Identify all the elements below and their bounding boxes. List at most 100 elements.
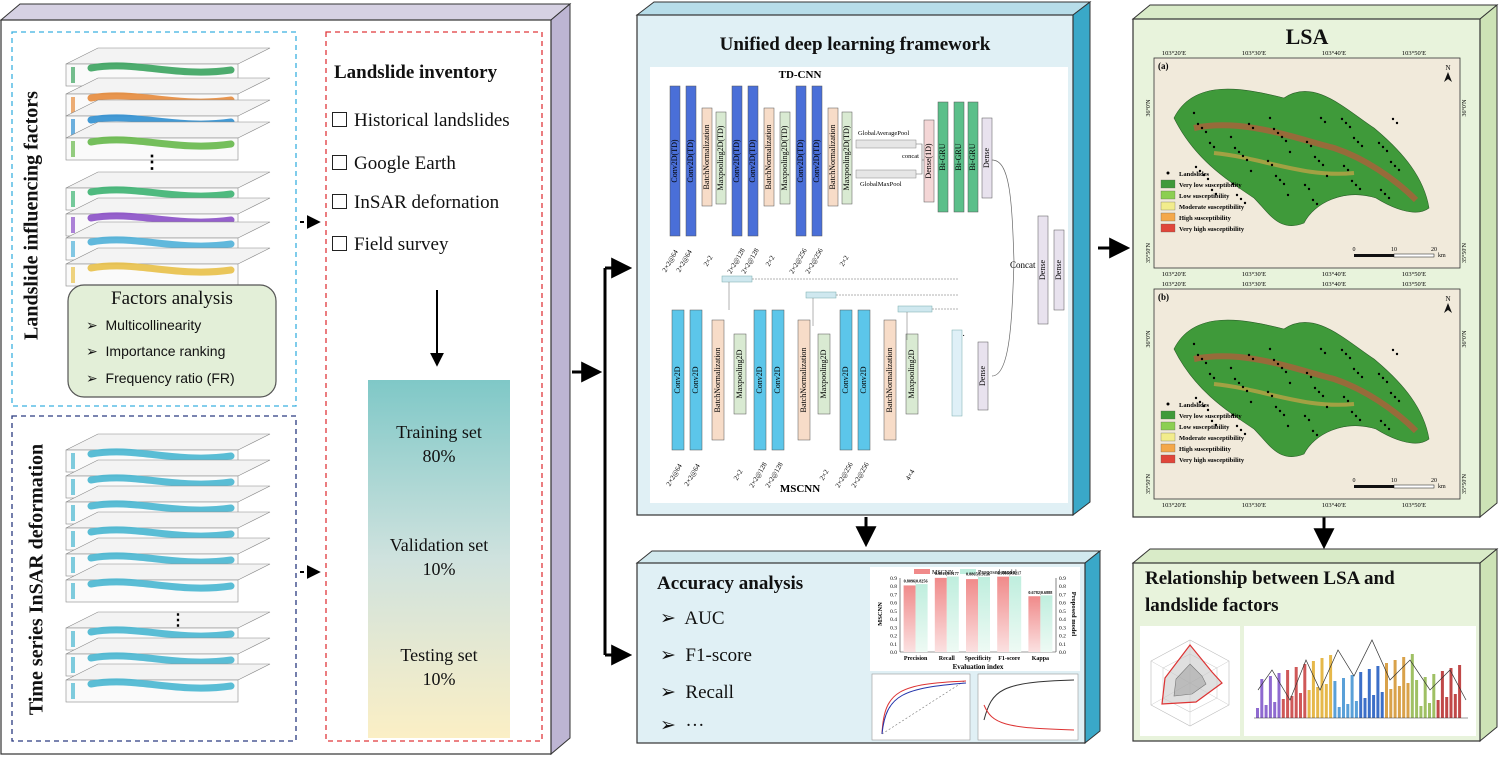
ms-concat-block: [951, 329, 963, 417]
landslide-point: [1348, 125, 1352, 129]
map-panel-label: (a): [1158, 61, 1169, 71]
high-susceptibility-band: [1193, 353, 1419, 434]
landslide-point: [1270, 394, 1274, 398]
scale-bar: [1354, 485, 1394, 488]
landslide-point: [1204, 361, 1208, 365]
scale-tick: 20: [1431, 247, 1437, 253]
lon-tick-top: 103°40′E: [1322, 281, 1346, 288]
landslide-point: [1309, 144, 1313, 148]
svg-text:Conv2D(TD): Conv2D(TD): [748, 139, 757, 182]
frequency-ratio-line: [1257, 639, 1467, 701]
svg-text:BatchNormalization: BatchNormalization: [764, 125, 773, 190]
landslide-point: [1381, 145, 1385, 149]
landslide-point: [1229, 135, 1233, 139]
legend-swatch: [1160, 421, 1176, 431]
svg-text:Conv2D: Conv2D: [755, 366, 764, 393]
north-arrow-icon: [1444, 72, 1452, 82]
landslide-point: [1276, 131, 1280, 135]
factor-bar: [1337, 707, 1341, 718]
radar-chart: [1150, 639, 1230, 727]
ms-batchnorm-layer: BatchNormalization: [883, 319, 897, 441]
concat-label: Concat: [1010, 260, 1036, 270]
factor-bar: [1410, 654, 1414, 718]
x-tick-label: Recall: [939, 656, 955, 662]
factor-bar: [1290, 696, 1294, 718]
landslide-point: [1348, 356, 1352, 360]
bar-mscnn: [966, 579, 978, 652]
factor-bar: [1311, 661, 1315, 718]
x-tick-label: Specificity: [965, 656, 992, 662]
lat-tick-left: 36°0′N: [1145, 99, 1152, 117]
landslide-point: [1383, 423, 1387, 427]
legend-swatch: [1160, 432, 1176, 442]
map-panel-label: (b): [1158, 292, 1169, 302]
factor-bar: [1342, 678, 1345, 718]
svg-text:Maxpooling2D: Maxpooling2D: [819, 349, 828, 398]
ms-conv-layer: Conv2D: [839, 309, 853, 451]
landslide-point: [1266, 159, 1270, 163]
factor-bar: [1324, 684, 1328, 718]
factor-bar: [1385, 663, 1388, 718]
ms-conv-layer: Conv2D: [689, 309, 703, 451]
framework-title: Unified deep learning framework: [719, 34, 991, 55]
factor-bar: [1449, 668, 1453, 718]
bar-value-label: 0.8096|0.8256: [904, 579, 928, 584]
landslide-point: [1235, 424, 1239, 428]
legend-swatch: [1160, 454, 1176, 464]
td-conv-layer: Conv2D(TD): [811, 85, 823, 237]
dense-layer: Dense: [981, 117, 993, 199]
lat-tick-right: 36°0′N: [1461, 330, 1468, 348]
lon-tick-top: 103°50′E: [1402, 281, 1426, 288]
landslide-point: [1397, 168, 1401, 172]
svg-text:Conv2D(TD): Conv2D(TD): [686, 139, 695, 182]
inventory-item-historical: Historical landslides: [332, 110, 510, 132]
landslide-point: [1210, 188, 1214, 192]
y-tick-left: 0.4: [890, 617, 897, 623]
factor-bar: [1354, 701, 1358, 718]
final-dense-layer: Dense: [1037, 215, 1049, 325]
svg-text:Conv2D: Conv2D: [773, 366, 782, 393]
y-tick-right: 0.3: [1059, 625, 1066, 631]
lat-tick-right: 36°0′N: [1461, 99, 1468, 117]
legend-label: Low susceptibility: [1179, 193, 1230, 200]
landslide-point: [1196, 353, 1200, 357]
landslide-point: [1272, 127, 1276, 131]
landslide-point: [1346, 399, 1350, 403]
landslide-point: [1317, 390, 1321, 394]
landslide-point: [1321, 163, 1325, 167]
landslide-point: [1202, 404, 1206, 408]
landslide-point: [1391, 117, 1395, 121]
scale-tick: 0: [1353, 247, 1356, 253]
landslide-point: [1270, 163, 1274, 167]
bar-value-label: 0.6782|0.6888: [1028, 590, 1052, 595]
mscnn-label: MSCNN: [780, 483, 820, 495]
factor-bar-chart: [1254, 639, 1468, 719]
lsa-title: LSA: [1285, 24, 1329, 49]
factor-layer: [65, 121, 271, 161]
lon-tick-bottom: 103°20′E: [1162, 502, 1186, 509]
accuracy-item-recall: ➢ Recall: [660, 682, 734, 703]
ms-conv-layer: Conv2D: [771, 309, 785, 451]
landslide-point: [1212, 376, 1216, 380]
landslide-point: [1206, 408, 1210, 412]
legend-label: High susceptibility: [1179, 215, 1232, 222]
landslide-point: [1385, 380, 1389, 384]
landslide-point: [1340, 348, 1344, 352]
landslide-point: [1235, 193, 1239, 197]
landslide-point: [1268, 116, 1272, 120]
landslide-point: [1245, 389, 1249, 393]
bar-proposed: [946, 576, 959, 652]
landslide-point: [1198, 169, 1202, 173]
factor-bar: [1389, 689, 1393, 718]
inventory-item-google-earth: Google Earth: [332, 153, 456, 175]
y-tick-left: 0.1: [890, 642, 897, 648]
concat-small-label: concat: [902, 153, 919, 160]
landslide-point: [1397, 399, 1401, 403]
bar-proposed: [1009, 576, 1022, 652]
factor-bar: [1268, 676, 1272, 718]
factor-bar: [1419, 706, 1423, 718]
lon-tick-top: 103°20′E: [1162, 50, 1186, 57]
landslide-point: [1323, 351, 1327, 355]
landslide-point: [1379, 188, 1383, 192]
